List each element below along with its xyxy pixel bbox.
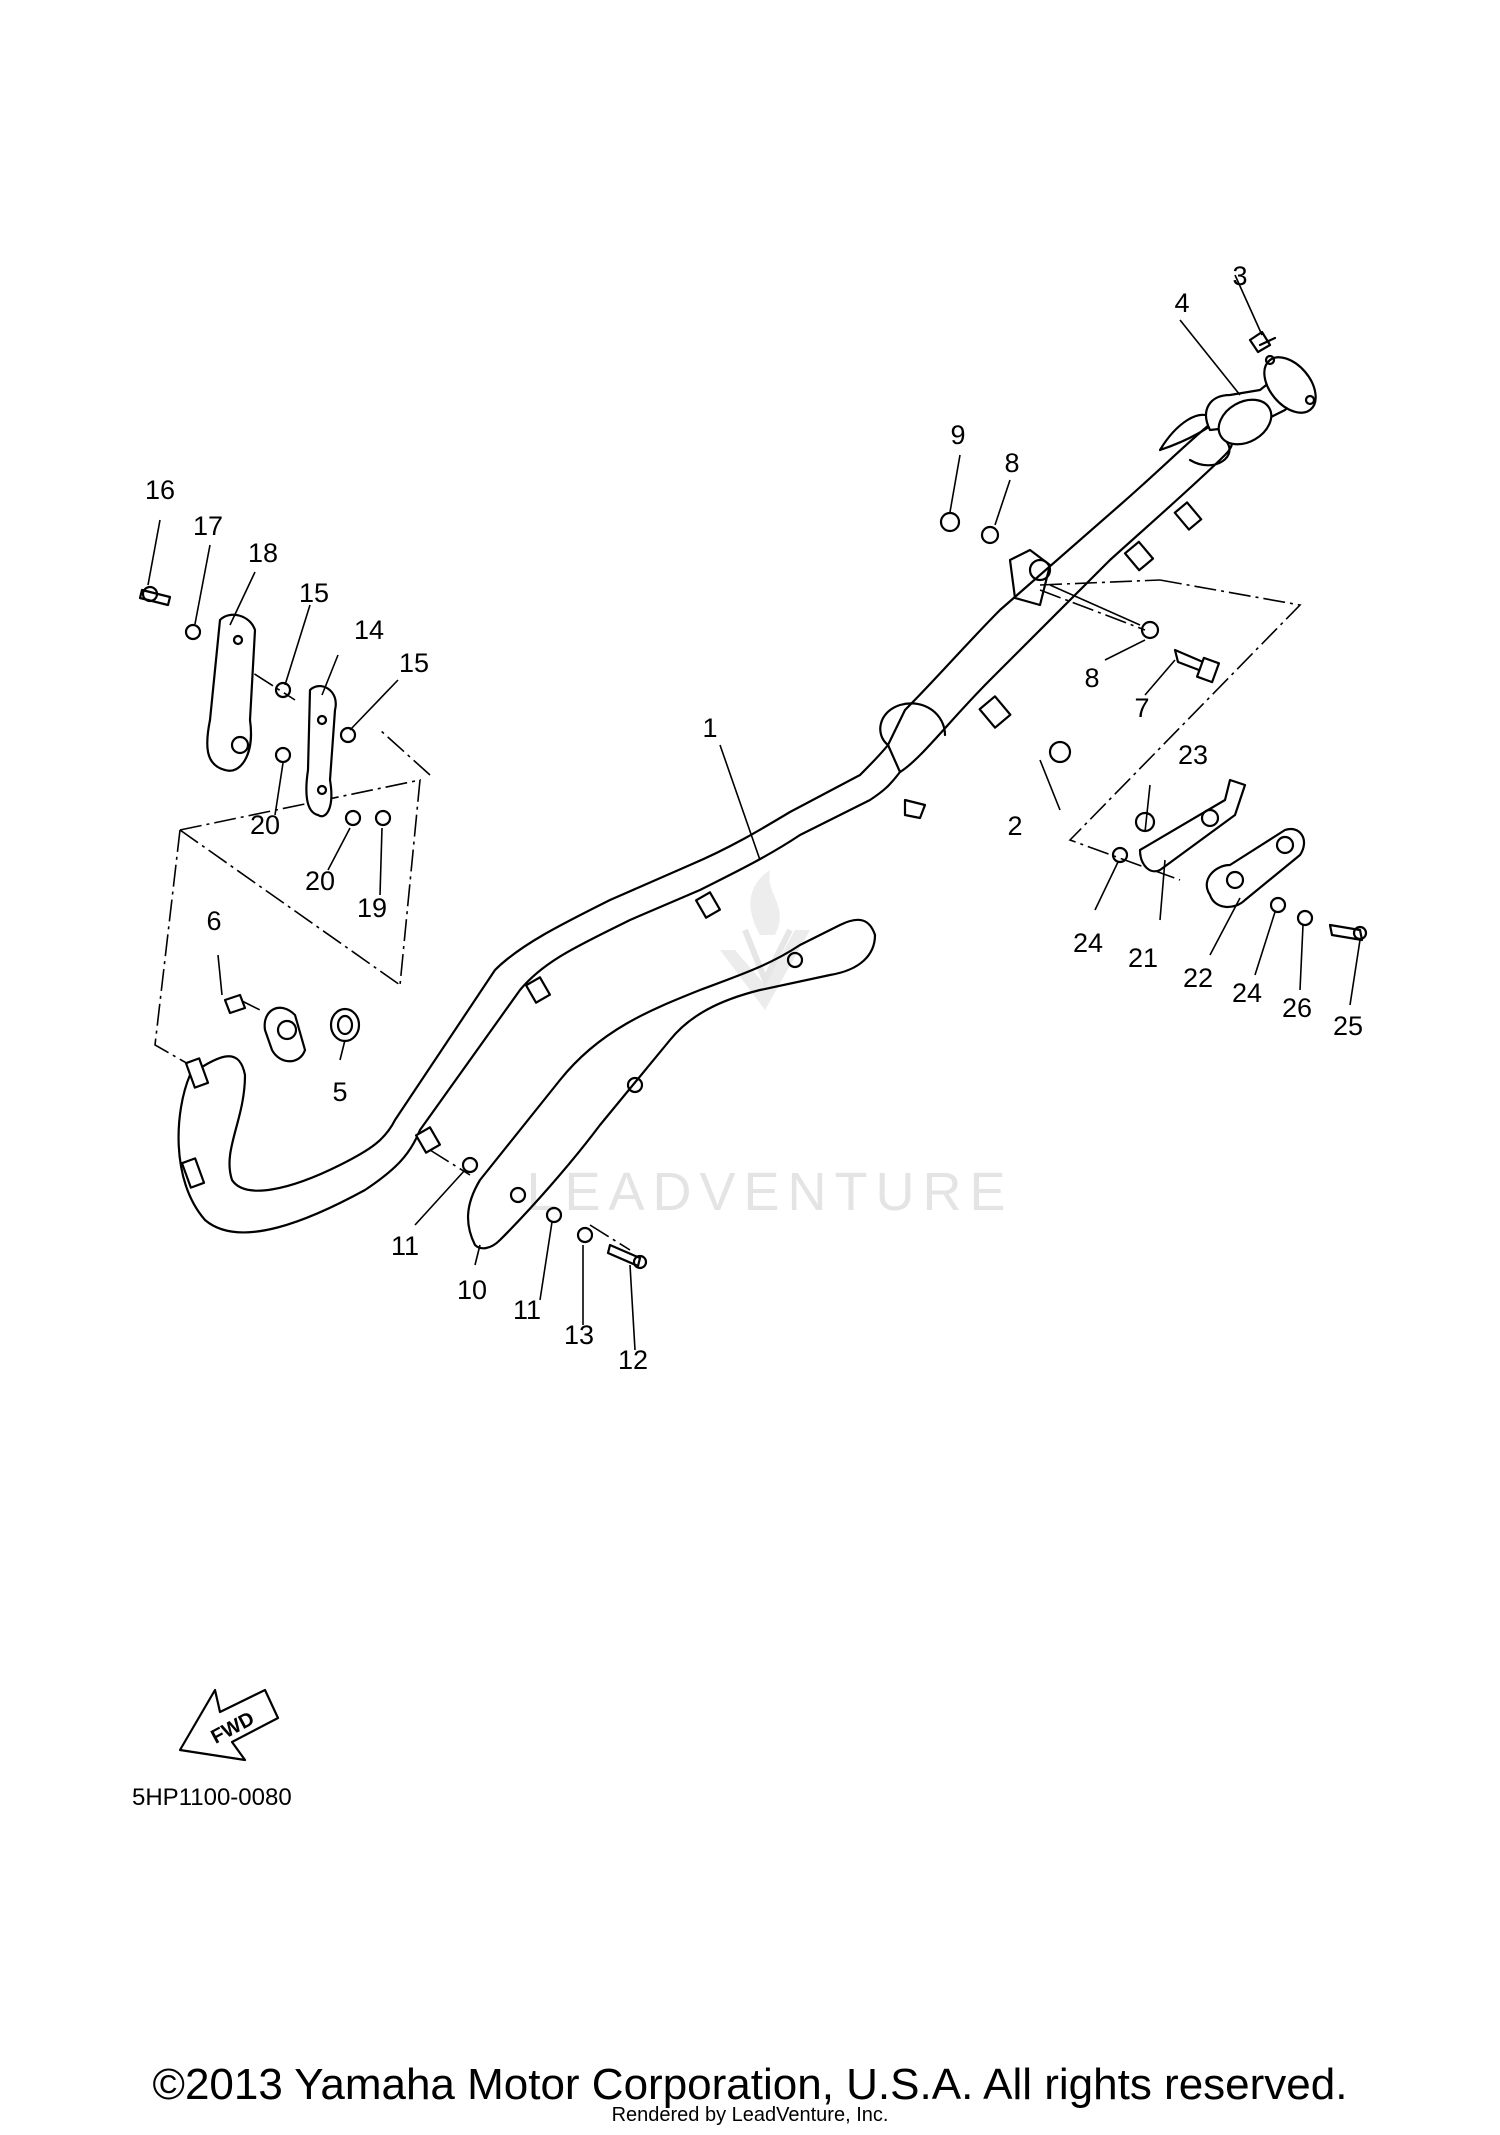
callout-15-right: 15	[399, 648, 429, 678]
callout-14: 14	[354, 615, 384, 645]
callout-20-upper: 20	[250, 810, 280, 840]
callout-16: 16	[145, 475, 175, 505]
hardware	[138, 511, 1368, 1270]
brackets-left	[206, 613, 337, 818]
callout-1: 1	[702, 713, 717, 743]
exhaust-muffler-assembly	[177, 413, 1234, 1234]
watermark-text: LEADVENTURE	[526, 1162, 1013, 1222]
muffler-end-cap	[1204, 330, 1317, 446]
callout-20-lower: 20	[305, 866, 335, 896]
callout-23: 23	[1178, 740, 1208, 770]
leader-lines	[147, 274, 1361, 1351]
callout-21: 21	[1128, 943, 1158, 973]
callout-3: 3	[1232, 261, 1247, 291]
callout-9: 9	[950, 420, 965, 450]
brackets-right	[1138, 778, 1306, 908]
rendered-by-notice: Rendered by LeadVenture, Inc.	[611, 2104, 889, 2126]
callout-18: 18	[248, 538, 278, 568]
fwd-arrow: FWD	[178, 1688, 280, 1762]
callout-24-left: 24	[1073, 928, 1103, 958]
callout-7: 7	[1134, 693, 1149, 723]
callout-15-left: 15	[299, 578, 329, 608]
callout-26: 26	[1282, 993, 1312, 1023]
callout-5: 5	[332, 1077, 347, 1107]
joint-and-gasket	[223, 993, 361, 1063]
callout-12: 12	[618, 1345, 648, 1375]
callout-22: 22	[1183, 963, 1213, 993]
callout-24-right: 24	[1232, 978, 1262, 1008]
callout-25: 25	[1333, 1011, 1363, 1041]
callout-8-lower: 8	[1084, 663, 1099, 693]
callout-2: 2	[1007, 811, 1022, 841]
callout-13: 13	[564, 1320, 594, 1350]
callout-6: 6	[206, 906, 221, 936]
callout-10: 10	[457, 1275, 487, 1305]
callout-4: 4	[1174, 288, 1189, 318]
heat-protector	[466, 918, 877, 1250]
reference-lines	[154, 579, 1302, 1251]
copyright-notice: ©2013 Yamaha Motor Corporation, U.S.A. A…	[152, 2060, 1348, 2109]
callout-11-left: 11	[391, 1231, 419, 1261]
callouts: 1 2 3 4 5 6 7 8 8 9 10 11 11 12 13 14 15…	[145, 261, 1363, 1375]
callout-8-upper: 8	[1004, 448, 1019, 478]
callout-19: 19	[357, 893, 387, 923]
watermark: LEADVENTURE	[526, 870, 1013, 1222]
diagram-code: 5HP1100-0080	[132, 1784, 292, 1811]
callout-11-right: 11	[513, 1295, 541, 1325]
callout-17: 17	[193, 511, 223, 541]
